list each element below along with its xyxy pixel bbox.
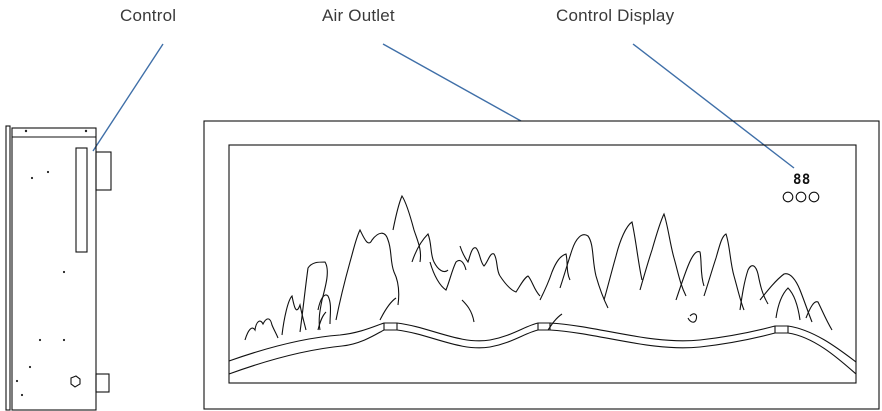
control-knob — [95, 151, 112, 191]
air-outlet-label: Air Outlet — [322, 6, 395, 25]
control-panel-slot — [75, 147, 88, 253]
control-label: Control — [120, 6, 177, 25]
control-display-label: Control Display — [556, 6, 675, 25]
glass-window — [228, 144, 857, 384]
display-button-1[interactable] — [782, 191, 794, 203]
control-display-leader-line — [632, 43, 795, 169]
display-button-3[interactable] — [808, 191, 820, 203]
flame-outlines — [244, 194, 833, 341]
outer-frame — [203, 120, 880, 410]
front-view: 88 — [203, 120, 880, 410]
air-outlet-leader-line — [382, 43, 522, 122]
control-leader-line — [92, 43, 164, 152]
hex-bolt — [70, 375, 81, 388]
display-button-2[interactable] — [795, 191, 807, 203]
display-digits: 88 — [793, 172, 811, 188]
side-view — [5, 125, 112, 411]
control-display: 88 — [782, 172, 820, 203]
